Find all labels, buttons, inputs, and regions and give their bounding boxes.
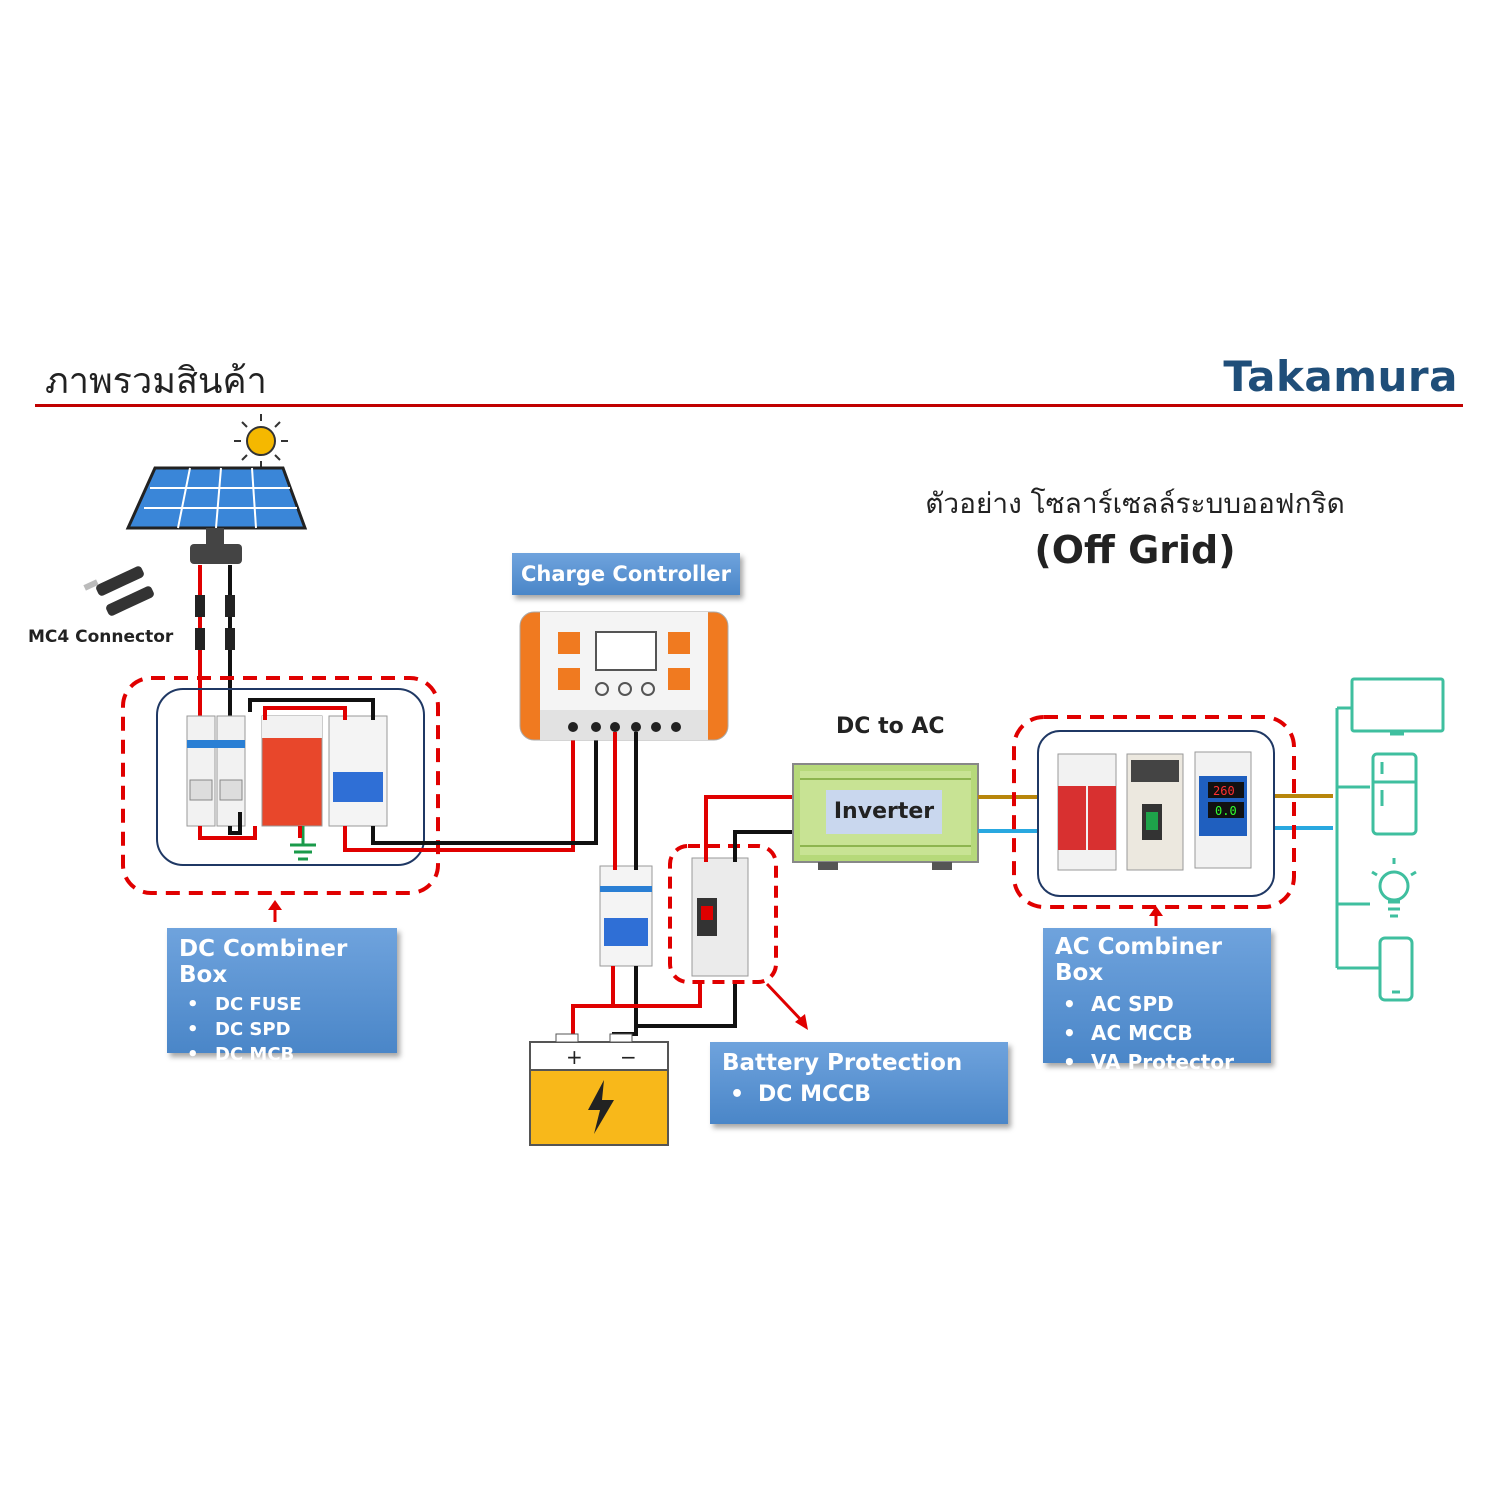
dc-combiner-box-title: DC Combiner Box [179, 936, 348, 988]
page-title: ภาพรวมสินค้า [45, 361, 267, 402]
header-divider [35, 404, 1463, 407]
dc-spd-device [261, 715, 323, 827]
load-distribution-bus [1335, 706, 1380, 970]
ac-spd-device [1057, 753, 1117, 871]
ac-combiner-pointer-arrow [1149, 906, 1163, 926]
va-voltage-readout: 260 [1213, 784, 1235, 798]
ac-mccb-device [1126, 753, 1184, 871]
va-protector-device: 260 0.0 [1194, 751, 1252, 869]
mc4-connector-icon [83, 566, 154, 616]
battery-icon: + − [529, 1033, 669, 1146]
inverter-dc-wiring [704, 795, 795, 862]
ac-combiner-item: AC MCCB [1055, 1019, 1259, 1048]
battery-mcb-device [599, 865, 653, 967]
dc-combiner-item: DC FUSE [179, 992, 385, 1017]
sun-icon [234, 414, 288, 468]
diagram-title-english: (Off Grid) [1034, 528, 1236, 572]
tv-icon [1350, 677, 1445, 736]
charge-controller-label: Charge Controller [512, 553, 740, 595]
ac-combiner-box-callout: AC Combiner Box AC SPD AC MCCB VA Protec… [1043, 928, 1271, 1077]
dc-to-ac-label: DC to AC [836, 714, 945, 739]
battery-protection-item: DC MCCB [722, 1080, 996, 1110]
panel-cables [195, 565, 235, 720]
brand-logo: Takamura [1223, 352, 1458, 401]
ac-combiner-item: AC SPD [1055, 990, 1259, 1019]
inverter-label: Inverter [826, 790, 942, 834]
battery-protection-dashed-outline [668, 844, 778, 984]
mc4-connector-label: MC4 Connector [28, 627, 174, 647]
battery-protection-pointer-arrow [765, 982, 808, 1030]
lightbulb-icon [1371, 858, 1417, 918]
ac-combiner-box-title: AC Combiner Box [1055, 934, 1222, 986]
charge-controller-device [519, 611, 729, 741]
dc-combiner-item: DC MCB [179, 1042, 385, 1067]
ground-symbol-icon [290, 826, 316, 861]
smartphone-icon [1378, 936, 1414, 1002]
dc-combiner-box-callout: DC Combiner Box DC FUSE DC SPD DC MCB [167, 928, 397, 1067]
va-current-readout: 0.0 [1215, 804, 1237, 818]
dc-fuse-device [186, 715, 246, 827]
dc-combiner-wiring [198, 698, 598, 852]
diagram-title-thai: ตัวอย่าง โซลาร์เซลล์ระบบออฟกริด [925, 487, 1345, 520]
dc-combiner-pointer-arrow [268, 900, 282, 922]
battery-protection-title: Battery Protection [722, 1050, 963, 1076]
battery-minus-terminal: − [620, 1045, 637, 1069]
ac-combiner-dashed-outline [1012, 715, 1296, 909]
battery-plus-terminal: + [566, 1045, 583, 1069]
battery-protection-callout: Battery Protection DC MCCB [710, 1042, 1008, 1124]
ac-combiner-item: VA Protector [1055, 1048, 1259, 1077]
dc-mcb-device [328, 715, 388, 827]
solar-panel-icon [125, 466, 308, 564]
dc-mccb-device [691, 857, 749, 977]
refrigerator-icon [1371, 752, 1418, 836]
dc-combiner-enclosure [156, 688, 425, 866]
dc-combiner-item: DC SPD [179, 1017, 385, 1042]
